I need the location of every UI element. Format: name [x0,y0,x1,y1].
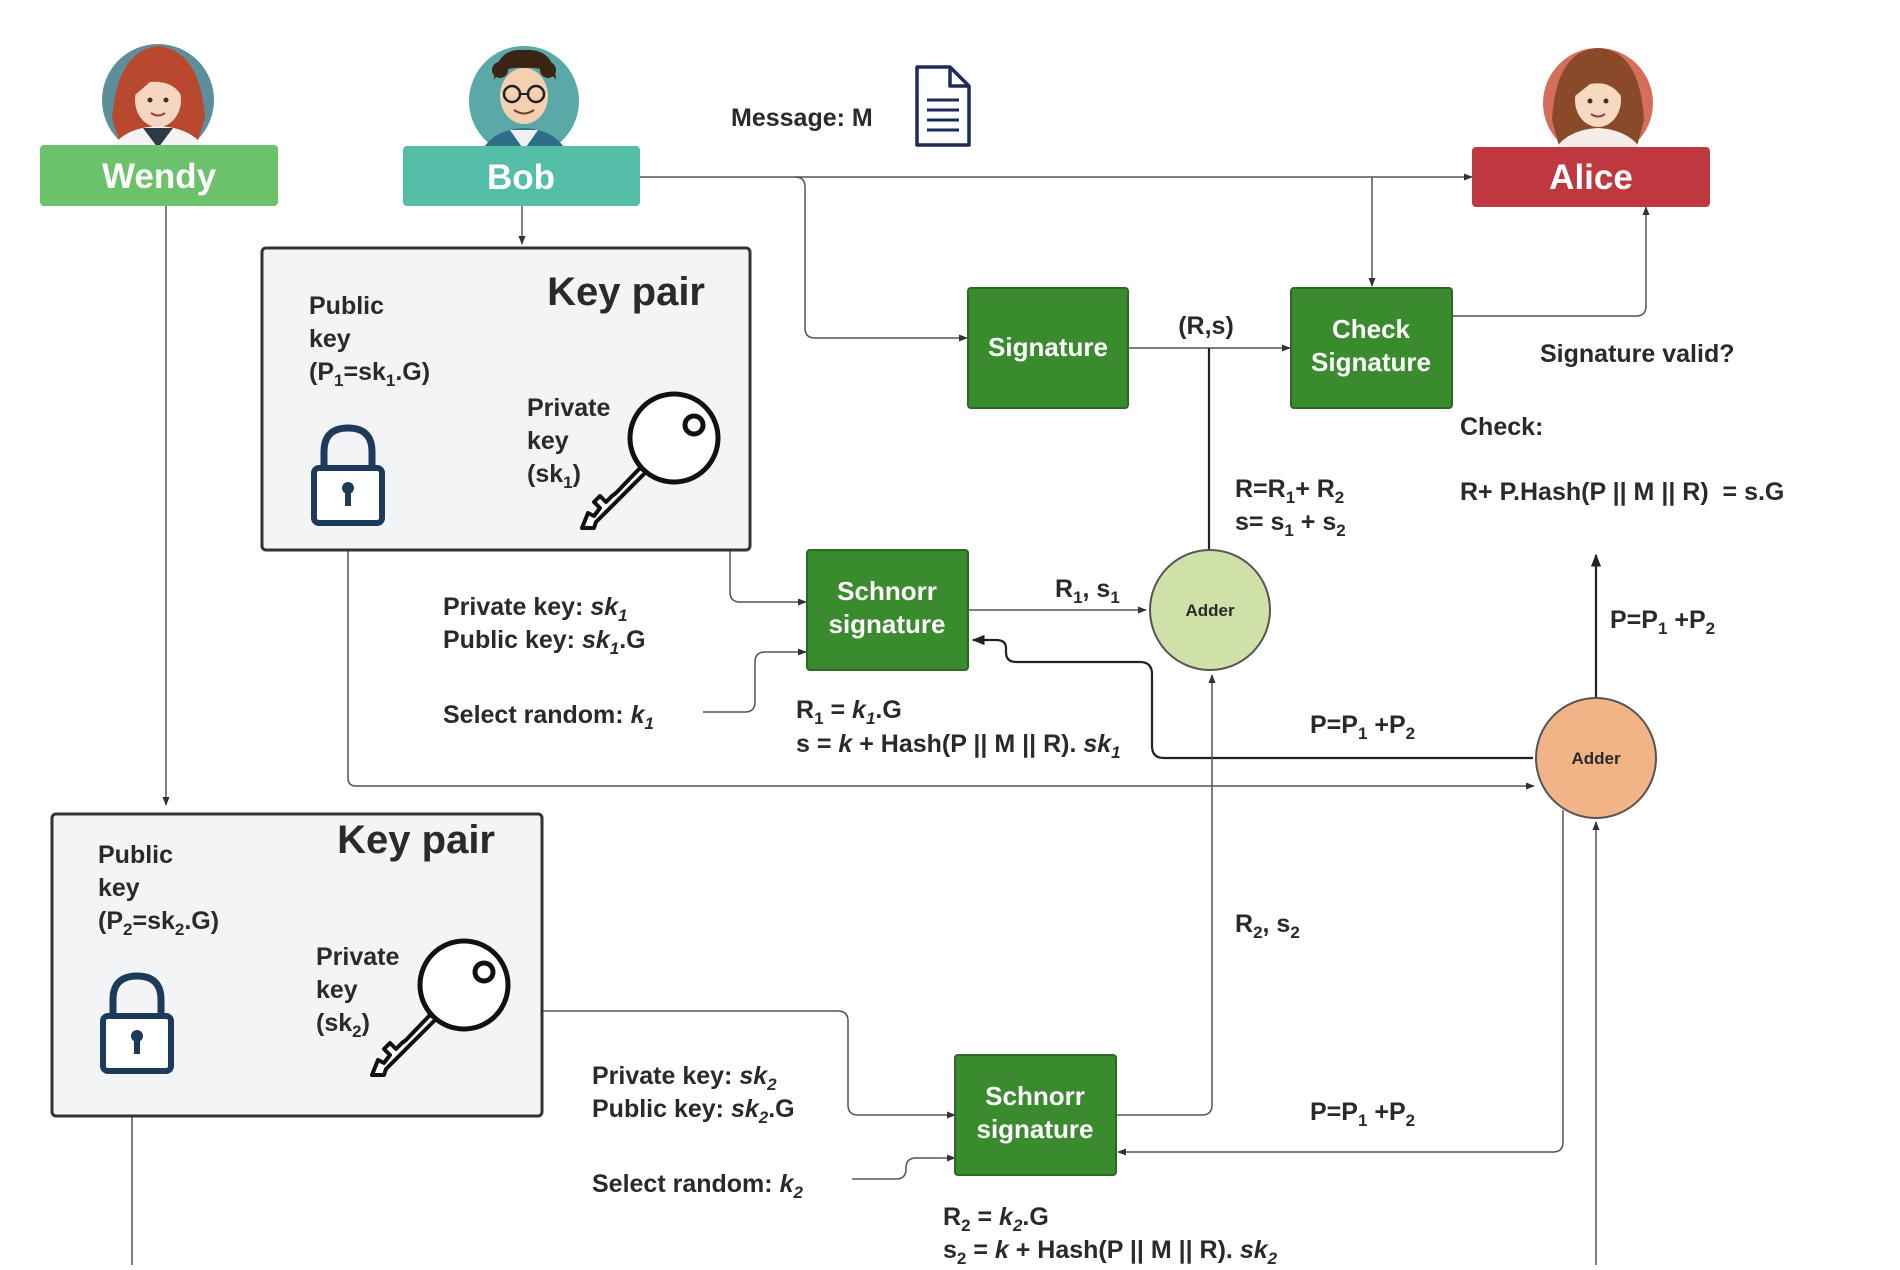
keypair-top-private-line2: key [527,427,569,455]
keypair-top-title: Key pair [547,270,705,314]
adder-2-label: Adder [1571,749,1621,768]
keypair-top-public-line2: key [309,325,351,353]
s1-equation: s = k + Hash(P || M || R). sk1 [796,730,1121,762]
p-sum-label-mid: P=P1 +P2 [1310,711,1415,743]
p-sum-label-top: P=P1 +P2 [1610,606,1715,638]
schnorr-signature-block-2 [954,1054,1117,1176]
r-sum-label: R=R1+ R2 [1235,475,1344,507]
check-signature-block [1290,287,1453,409]
check-signature-label-line1: Check [1332,314,1411,344]
schnorr-2-label-line1: Schnorr [985,1081,1085,1111]
alice-name: Alice [1549,158,1633,197]
select-random-1-label: Select random: k1 [443,701,654,733]
keypair-top-public-line1: Public [309,292,384,320]
signature-block [967,287,1129,409]
lock-icon [100,972,174,1074]
p-sum-label-bottom: P=P1 +P2 [1310,1098,1415,1130]
bob-name: Bob [487,158,555,197]
r2-s2-label: R2, s2 [1235,910,1300,942]
s2-equation: s2 = k + Hash(P || M || R). sk2 [943,1236,1278,1265]
check-equation: R+ P.Hash(P || M || R) = s.G [1460,478,1784,506]
connector-pubkey1-adder2 [347,527,1535,790]
keypair-bottom-public-line2: key [98,874,140,902]
keypair-top-private-formula: (sk1) [527,460,581,492]
key-icon [580,391,721,530]
keypair-bottom-private-line2: key [316,976,358,1004]
connector-random2-schnorr2 [852,1154,956,1180]
keypair-top-private-line1: Private [527,394,610,422]
r1-equation: R1 = k1.G [796,696,902,728]
schnorr-1-label-line2: signature [828,609,945,639]
schnorr-1-label-line1: Schnorr [837,576,937,606]
public-key-2-label: Public key: sk2.G [592,1095,795,1127]
wendy-name: Wendy [102,157,217,196]
document-icon [915,65,971,147]
keypair-bottom-public-line1: Public [98,841,173,869]
adder-2 [1535,697,1657,819]
lock-icon [311,424,385,526]
connector-adder2-schnorr1 [971,634,1533,760]
signature-valid-label: Signature valid? [1540,340,1734,368]
schnorr-signature-block-1 [806,549,969,671]
r2-equation: R2 = k2.G [943,1203,1049,1235]
wendy-avatar [102,44,214,156]
r1-s1-label: R1, s1 [1055,575,1120,607]
check-label: Check: [1460,413,1543,441]
keypair-bottom-title: Key pair [337,818,495,862]
private-key-1-label: Private key: sk1 [443,593,628,625]
connector-check-alice [1452,206,1650,317]
adder-1-label: Adder [1185,601,1235,620]
key-icon [370,938,511,1077]
alice-name-box [1472,147,1710,207]
connector-random1-schnorr1 [703,648,807,713]
message-label: Message: M [731,104,873,132]
alice-avatar [1543,48,1653,158]
keypair-bottom-box [50,812,544,1118]
private-key-2-label: Private key: sk2 [592,1062,777,1094]
bob-avatar [469,46,579,156]
keypair-top-public-formula: (P1=sk1.G) [309,358,430,390]
public-key-1-label: Public key: sk1.G [443,626,646,658]
keypair-bottom-private-line1: Private [316,943,399,971]
connector-adder2-schnorr2 [1117,810,1564,1156]
keypair-bottom-public-formula: (P2=sk2.G) [98,907,219,939]
connectors [131,173,1650,1265]
connector-schnorr2-adder1 [1116,674,1216,1116]
connector-privkey2-schnorr2 [500,1010,956,1119]
bob-name-box [403,146,640,206]
check-signature-label-line2: Signature [1311,347,1431,377]
select-random-2-label: Select random: k2 [592,1170,803,1202]
schnorr-2-label-line2: signature [976,1114,1093,1144]
connector-message-signature [794,176,968,342]
rs-label: (R,s) [1178,312,1234,340]
keypair-bottom-private-formula: (sk2) [316,1009,370,1041]
s-sum-label: s= s1 + s2 [1235,508,1346,540]
wendy-name-box [40,145,278,206]
signature-block-label: Signature [988,332,1108,362]
adder-1 [1149,549,1271,671]
